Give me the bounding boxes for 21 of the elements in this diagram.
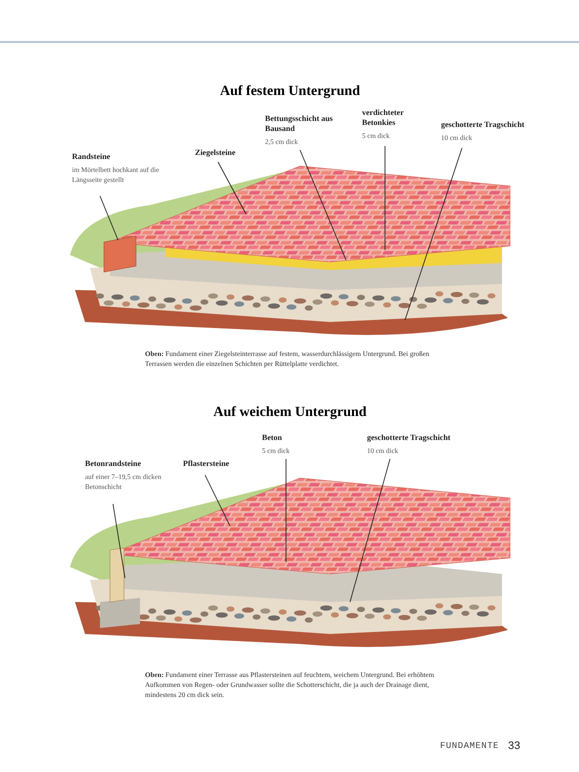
- part-name: Beton: [262, 433, 283, 443]
- leader-line: [300, 150, 346, 260]
- page-number: 33: [508, 740, 522, 752]
- running-footer: FUNDAMENTE: [440, 741, 498, 751]
- part-name: Pflastersteine: [183, 459, 230, 469]
- section-heading: Auf weichem Untergrund: [212, 405, 368, 421]
- part-name: Randsteine: [72, 152, 112, 162]
- part-name: verdichteter Betonkies: [362, 108, 405, 128]
- leader-line: [100, 196, 118, 240]
- part-name: Bettungsschicht aus Bausand: [265, 114, 334, 134]
- leader-line: [218, 162, 246, 214]
- leader-line: [204, 474, 230, 526]
- leader-line: [404, 148, 462, 320]
- leader-line: [384, 146, 386, 250]
- part-name: geschotterte Tragschicht: [441, 120, 526, 130]
- part-name: Ziegelsteine: [195, 148, 236, 158]
- leader-line: [112, 504, 126, 578]
- part-name: Betonrandsteine: [85, 459, 142, 469]
- section-heading: Auf festem Untergrund: [219, 84, 361, 100]
- leader-line: [350, 458, 390, 602]
- part-name: geschotterte Tragschicht: [367, 433, 452, 443]
